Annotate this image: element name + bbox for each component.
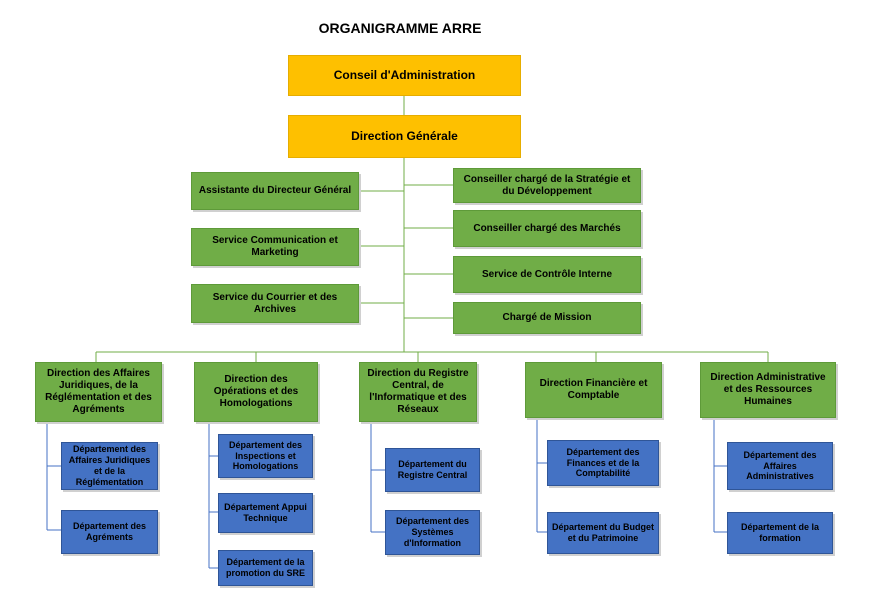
chart-title: ORGANIGRAMME ARRE bbox=[318, 20, 482, 36]
box-direction-administrative[interactable]: Direction Administrative et des Ressourc… bbox=[700, 362, 836, 418]
box-controle-interne[interactable]: Service de Contrôle Interne bbox=[453, 256, 641, 293]
box-direction-generale[interactable]: Direction Générale bbox=[288, 115, 521, 158]
box-charge-mission[interactable]: Chargé de Mission bbox=[453, 302, 641, 334]
box-dept-systemes-information[interactable]: Département des Systèmes d'Information bbox=[385, 510, 480, 555]
box-direction-registre[interactable]: Direction du Registre Central, de l'Info… bbox=[359, 362, 477, 422]
box-conseiller-strategie[interactable]: Conseiller chargé de la Stratégie et du … bbox=[453, 168, 641, 203]
box-dept-formation[interactable]: Département de la formation bbox=[727, 512, 833, 554]
box-dept-registre-central[interactable]: Département du Registre Central bbox=[385, 448, 480, 492]
box-conseil-administration[interactable]: Conseil d'Administration bbox=[288, 55, 521, 96]
box-dept-promotion-sre[interactable]: Département de la promotion du SRE bbox=[218, 550, 313, 586]
box-dept-inspections[interactable]: Département des Inspections et Homologat… bbox=[218, 434, 313, 478]
box-dept-affaires-juridiques[interactable]: Département des Affaires Juridiques et d… bbox=[61, 442, 158, 490]
box-dept-agrements[interactable]: Département des Agréments bbox=[61, 510, 158, 554]
box-service-communication[interactable]: Service Communication et Marketing bbox=[191, 228, 359, 266]
box-dept-budget[interactable]: Département du Budget et du Patrimoine bbox=[547, 512, 659, 554]
box-direction-financiere[interactable]: Direction Financière et Comptable bbox=[525, 362, 662, 418]
box-dept-finances[interactable]: Département des Finances et de la Compta… bbox=[547, 440, 659, 486]
box-direction-affaires-juridiques[interactable]: Direction des Affaires Juridiques, de la… bbox=[35, 362, 162, 422]
box-dept-appui-technique[interactable]: Département Appui Technique bbox=[218, 493, 313, 533]
box-conseiller-marches[interactable]: Conseiller chargé des Marchés bbox=[453, 210, 641, 247]
box-dept-affaires-administratives[interactable]: Département des Affaires Administratives bbox=[727, 442, 833, 490]
box-service-courrier[interactable]: Service du Courrier et des Archives bbox=[191, 284, 359, 323]
box-assistante-dg[interactable]: Assistante du Directeur Général bbox=[191, 172, 359, 210]
box-direction-operations[interactable]: Direction des Opérations et des Homologa… bbox=[194, 362, 318, 422]
